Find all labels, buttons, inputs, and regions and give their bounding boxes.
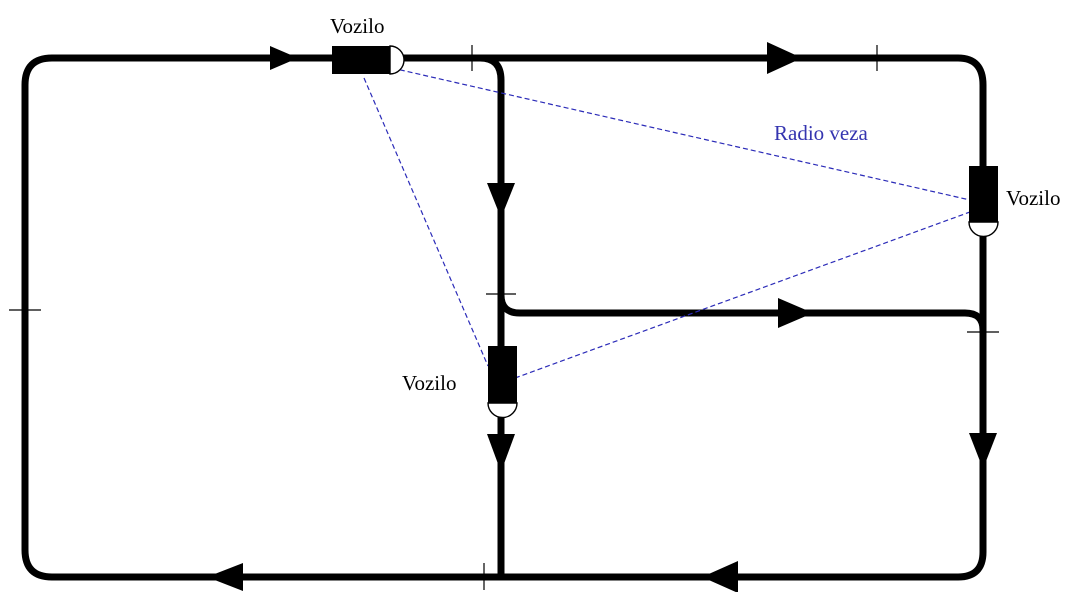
arrow-down-icon (969, 433, 997, 469)
track-network (21, 54, 987, 581)
vehicle-body (969, 166, 998, 222)
radio-link-top-middle (363, 77, 489, 367)
vehicle-sensor-icon (487, 402, 518, 419)
vehicle-body (332, 46, 390, 74)
vehicle-middle-label: Vozilo (402, 371, 456, 395)
arrow-down-icon (487, 434, 515, 472)
radio-link-label: Radio veza (774, 121, 869, 145)
radio-link-middle-right (514, 211, 971, 379)
radio-links (363, 67, 971, 379)
track-inner-horizontal (497, 291, 987, 334)
vehicle-right-label: Vozilo (1006, 186, 1060, 210)
radio-link-top-right (391, 67, 971, 201)
direction-arrows (207, 42, 997, 592)
section-ticks (9, 45, 999, 590)
arrow-right-icon (767, 42, 802, 74)
vehicle-right (968, 166, 999, 238)
vehicle-top (332, 45, 405, 75)
vehicle-sensor-icon (389, 45, 405, 75)
vehicle-body (488, 346, 517, 403)
vehicle-middle (487, 346, 518, 419)
arrow-right-icon (778, 298, 813, 328)
track-outer-loop (21, 54, 987, 581)
arrow-left-icon (702, 561, 738, 592)
vehicle-top-label: Vozilo (330, 14, 384, 38)
arrow-right-icon (270, 46, 298, 70)
arrow-left-icon (207, 563, 243, 591)
track-inner-vertical (476, 54, 505, 581)
arrow-down-icon (487, 183, 515, 218)
vehicle-sensor-icon (968, 221, 999, 238)
